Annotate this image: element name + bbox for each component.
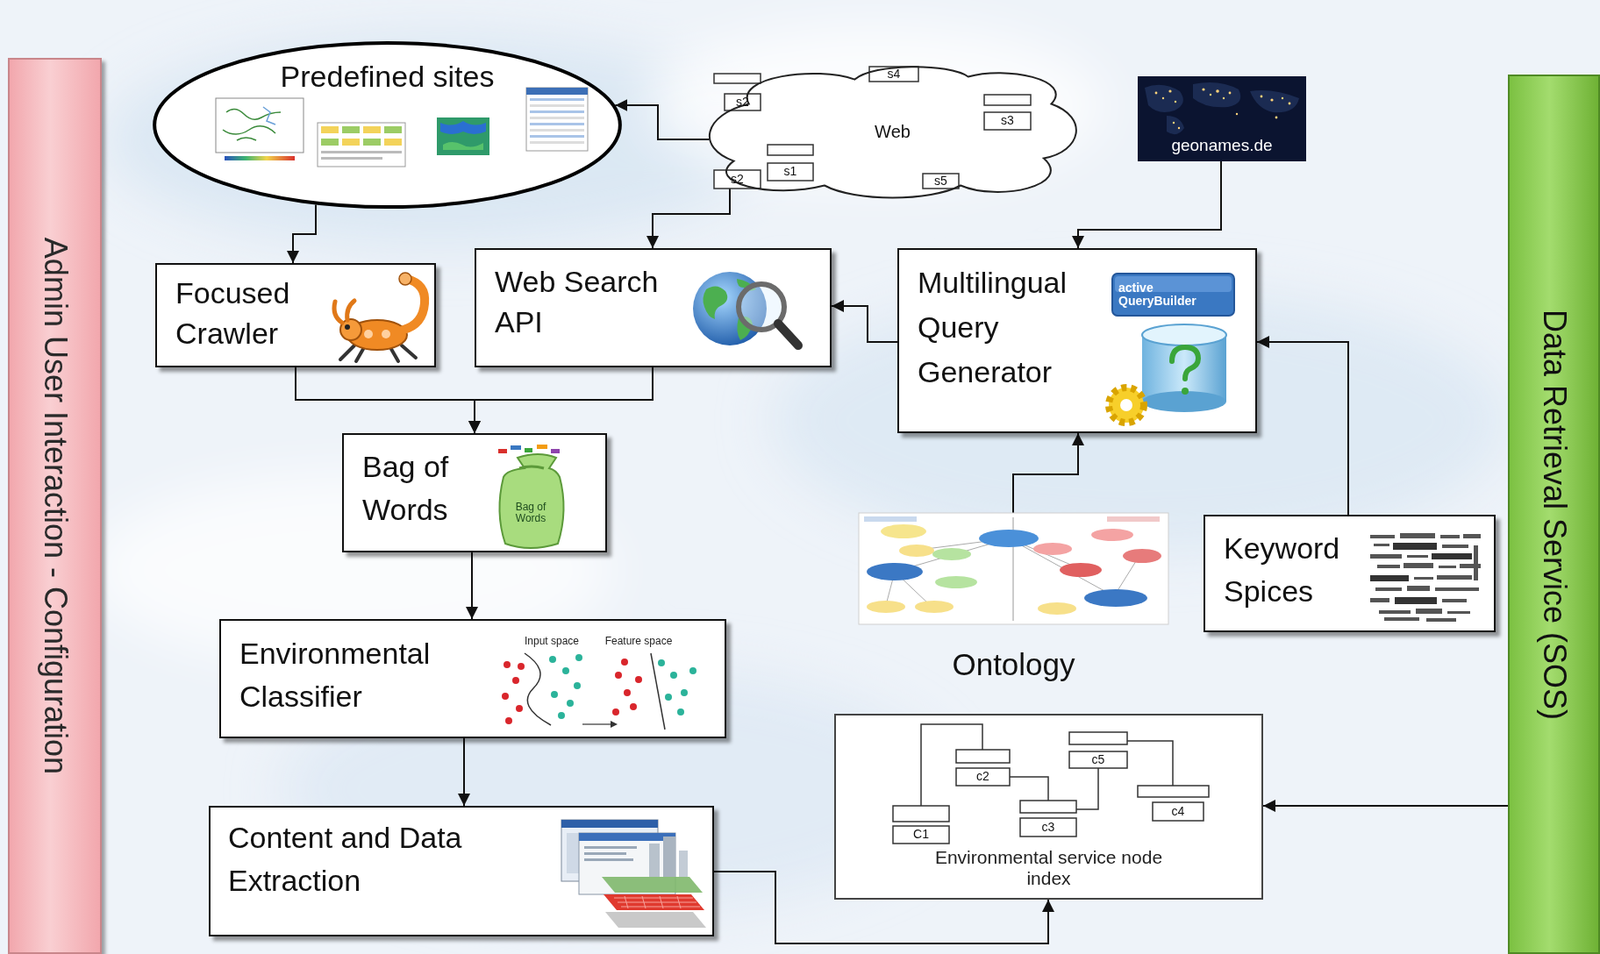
cloud-fill [709,66,1077,198]
box-fill [155,263,436,368]
site-label: s1 [784,164,798,179]
connector-arrow [1013,433,1079,514]
extraction-figure [561,820,707,929]
site-label: s5 [934,174,948,188]
node-label: Predefined sites [280,57,495,98]
connector-arrow [471,552,473,620]
process-label: Bag of Words [362,445,486,533]
word-bag-icon [498,444,565,549]
night-lights-map [1144,82,1300,135]
site-label: s3 [1000,114,1015,128]
logo-text: active QueryBuilder [1118,281,1215,309]
process-box: Focused Crawler [155,263,436,368]
database-icon [1142,324,1227,413]
gear-icon [1108,387,1144,423]
service-node-label: c5 [1092,753,1106,767]
forecast-table-thumbnail [317,122,406,167]
index-box: Environmental service node index [834,714,1264,900]
process-box: Web Search API [474,248,832,368]
sites-ellipse: Predefined sites [152,41,622,209]
background-clouds [87,26,1509,913]
band-label: Admin User Interaction - Configuration [35,237,74,775]
cloud-outline [709,66,1077,198]
crawler-robot-icon [334,272,425,362]
connector-arrow [1263,805,1508,808]
site-label: s4 [887,67,901,81]
box-fill [342,433,608,553]
axis-label: Input space [524,635,579,648]
box-fill [219,619,727,739]
node-label: Web [874,121,911,143]
connector-arrow [1078,161,1222,249]
site-label: s2 [735,95,750,109]
process-box: Bag of Words [342,433,608,553]
box-fill [834,714,1264,900]
box-fill [208,806,715,937]
keyword-cloud-icon [1370,533,1481,622]
node-label: Environmental service node index [935,847,1164,890]
site-label: s2 [730,172,744,186]
node-label: Ontology [951,644,1075,686]
connector-arrow [614,105,709,140]
bag-text: Bag of Words [514,501,547,524]
globe-search-icon [692,271,799,346]
ellipse-fill [153,42,622,208]
data-table-thumbnail [526,87,588,151]
satellite-map-thumbnail [436,117,490,156]
box-fill [897,248,1258,434]
geonames-image: geonames.de [1137,76,1307,162]
node-label: geonames.de [1171,135,1272,157]
web-cloud: Web [703,63,1082,200]
weather-map-thumbnail [215,98,304,161]
process-box: Keyword Spices [1203,514,1496,633]
process-box: Multilingual Query Generator [897,248,1258,434]
process-label: Content and Data Extraction [228,816,492,904]
service-node-label: c4 [1171,805,1186,819]
ontology-figure [858,513,1169,625]
box-fill [1203,514,1496,633]
classifier-figure [501,653,697,730]
connector-arrow [292,204,316,264]
process-label: Environmental Classifier [239,632,459,720]
process-label: Focused Crawler [175,273,308,355]
connector-arrow [1257,342,1349,515]
site-boxes [714,66,1031,189]
axis-label: Feature space [605,635,673,648]
process-label: Web Search API [494,262,684,343]
service-node-graph [892,724,1209,844]
querybuilder-logo [1112,273,1235,316]
box-fill [474,248,832,368]
service-node-label: C1 [913,828,929,842]
service-node-label: c3 [1042,821,1056,835]
box-fill [1137,76,1307,162]
service-band: Data Retrieval Service (SOS) [1507,74,1600,954]
connector-arrow [463,738,465,807]
config-band: Admin User Interaction - Configuration [7,57,102,954]
connector-arrow [831,306,898,343]
process-box: Content and Data Extraction [208,806,715,937]
ontology-figure: Ontology [858,513,1169,693]
service-node-label: c2 [976,770,990,784]
band-label: Data Retrieval Service (SOS) [1535,308,1573,720]
connector-arrow [714,871,1049,944]
process-label: Multilingual Query Generator [917,260,1098,395]
ellipse-outline [154,42,621,208]
connector-arrow [474,367,653,434]
process-label: Keyword Spices [1223,527,1356,615]
connector-arrow [295,367,475,434]
